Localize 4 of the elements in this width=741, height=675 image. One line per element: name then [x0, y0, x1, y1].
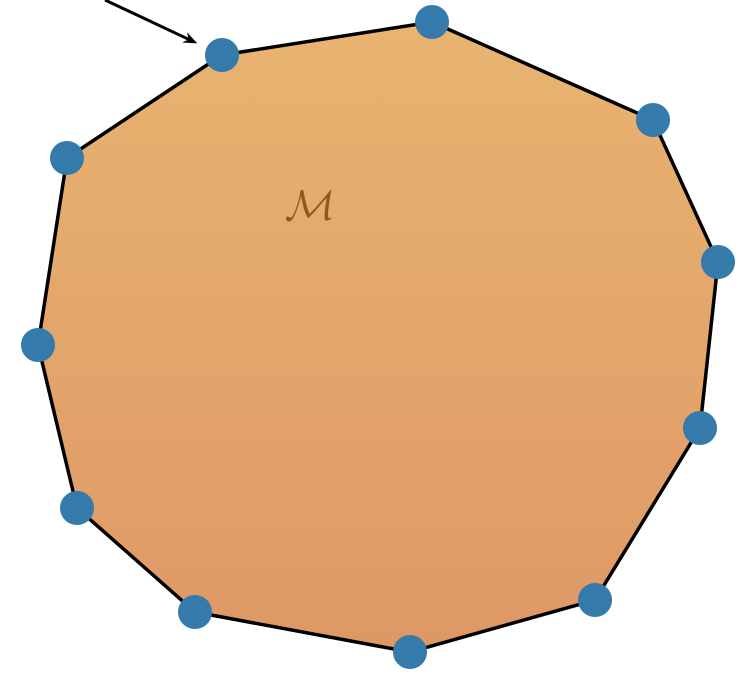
- vertex-dot: [415, 5, 449, 39]
- vertex-dot: [393, 635, 427, 669]
- vertex-dot: [701, 245, 735, 279]
- vertex-dot: [21, 328, 55, 362]
